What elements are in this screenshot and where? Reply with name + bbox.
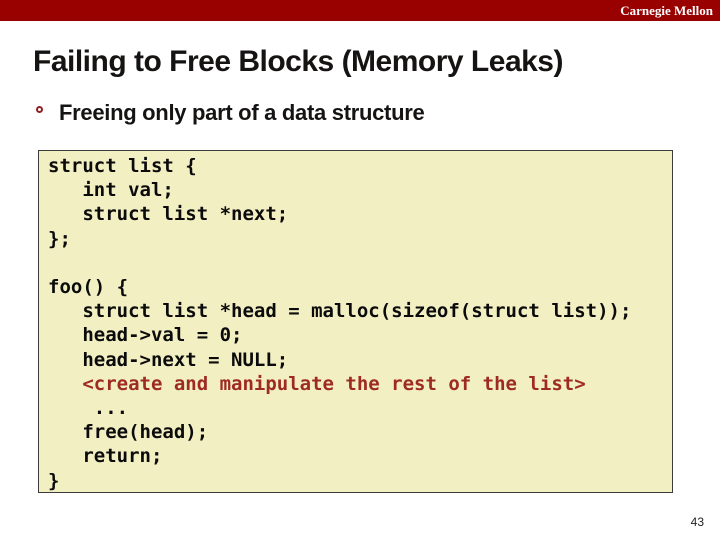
- code-line: };: [48, 227, 71, 250]
- code-line: [48, 251, 668, 275]
- code-line: head->val = 0;: [48, 324, 243, 347]
- brand-wordmark: Carnegie Mellon: [620, 3, 713, 18]
- page-number: 43: [690, 515, 704, 529]
- code-line: }: [48, 469, 60, 492]
- code-line: return;: [48, 445, 163, 468]
- header-bar: Carnegie Mellon: [0, 0, 720, 21]
- code-line: free(head);: [48, 421, 209, 444]
- code-line: int val;: [48, 179, 174, 202]
- slide-title: Failing to Free Blocks (Memory Leaks): [33, 45, 563, 78]
- bullet-circle-icon: [36, 106, 43, 113]
- code-line: struct list {: [48, 155, 197, 177]
- code-line-highlighted: <create and manipulate the rest of the l…: [48, 372, 586, 395]
- code-line: foo() {: [48, 276, 129, 299]
- bullet-item: Freeing only part of a data structure: [36, 100, 425, 126]
- code-block: struct list { int val; struct list *next…: [38, 150, 673, 493]
- code-line: ...: [48, 397, 129, 420]
- code-line: struct list *head = malloc(sizeof(struct…: [48, 300, 632, 323]
- code-line: head->next = NULL;: [48, 348, 289, 371]
- code-line: struct list *next;: [48, 203, 289, 226]
- bullet-label: Freeing only part of a data structure: [59, 100, 425, 125]
